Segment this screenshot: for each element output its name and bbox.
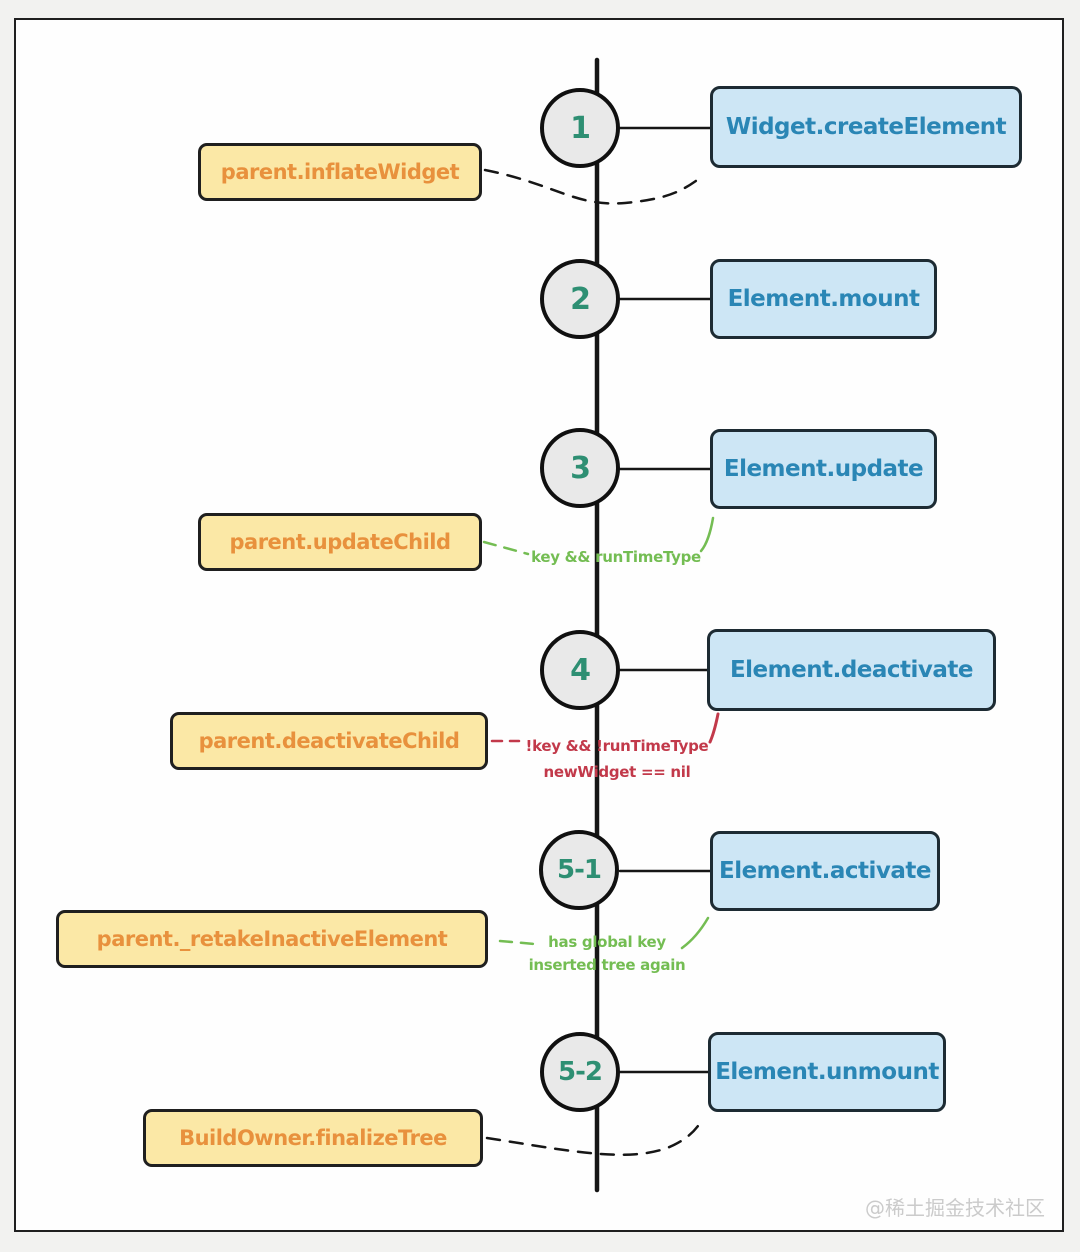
- step-number: 4: [570, 652, 591, 688]
- method-label: Element.activate: [718, 858, 932, 884]
- activate-condition-note: has global key inserted tree again: [514, 931, 700, 977]
- watermark: @稀土掘金技术社区: [865, 1196, 1045, 1220]
- method-box-element-activate: Element.activate: [710, 831, 940, 911]
- method-box-element-update: Element.update: [710, 429, 937, 509]
- deactivate-child-arrow: [708, 712, 720, 744]
- caller-label: parent.inflateWidget: [220, 160, 460, 184]
- step-number: 5-2: [558, 1057, 603, 1087]
- method-box-widget-createelement: Widget.createElement: [710, 86, 1022, 168]
- caller-box-finalize-tree: BuildOwner.finalizeTree: [143, 1109, 483, 1167]
- caller-label: BuildOwner.finalizeTree: [179, 1126, 447, 1150]
- step-circle-2: 2: [540, 259, 620, 339]
- step-number: 2: [570, 281, 591, 317]
- method-box-element-unmount: Element.unmount: [708, 1032, 946, 1112]
- step-circle-5-2: 5-2: [540, 1032, 620, 1112]
- retake-inactive-dash-lead: [498, 939, 537, 946]
- deactivate-condition-note: !key && !runTimeType newWidget == nil: [522, 733, 712, 785]
- caller-box-update-child: parent.updateChild: [198, 513, 482, 571]
- method-label: Element.update: [723, 456, 924, 482]
- caller-label: parent.deactivateChild: [198, 729, 460, 753]
- method-box-element-deactivate: Element.deactivate: [707, 629, 996, 711]
- condition-text: inserted tree again: [528, 956, 686, 974]
- diagram-border: [14, 18, 1064, 1232]
- caller-box-deactivate-child: parent.deactivateChild: [170, 712, 488, 770]
- step-number: 3: [570, 450, 591, 486]
- step-circle-3: 3: [540, 428, 620, 508]
- method-label: Widget.createElement: [725, 114, 1007, 140]
- update-child-arrow: [699, 516, 715, 553]
- condition-text: !key && !runTimeType: [525, 737, 709, 755]
- inflate-widget-arrow: [483, 168, 702, 205]
- caller-box-inflate-widget: parent.inflateWidget: [198, 143, 482, 201]
- method-label: Element.deactivate: [729, 657, 974, 683]
- update-child-dash-lead: [482, 540, 530, 556]
- caller-box-retake-inactive-element: parent._retakeInactiveElement: [56, 910, 488, 968]
- method-label: Element.unmount: [715, 1059, 939, 1085]
- condition-text: has global key: [548, 933, 666, 951]
- finalize-tree-arrow: [485, 1118, 704, 1156]
- condition-text: newWidget == nil: [543, 763, 691, 781]
- step-circle-1: 1: [540, 88, 620, 168]
- caller-label: parent._retakeInactiveElement: [96, 927, 448, 951]
- condition-text: key && runTimeType: [531, 548, 701, 566]
- update-condition-note: key && runTimeType: [523, 548, 709, 566]
- step-number: 5-1: [557, 855, 602, 885]
- step-number: 1: [570, 110, 591, 146]
- method-box-element-mount: Element.mount: [710, 259, 937, 339]
- step-circle-4: 4: [540, 630, 620, 710]
- method-label: Element.mount: [727, 286, 920, 312]
- caller-label: parent.updateChild: [229, 530, 451, 554]
- step-circle-5-1: 5-1: [539, 830, 619, 910]
- retake-inactive-arrow: [680, 916, 710, 950]
